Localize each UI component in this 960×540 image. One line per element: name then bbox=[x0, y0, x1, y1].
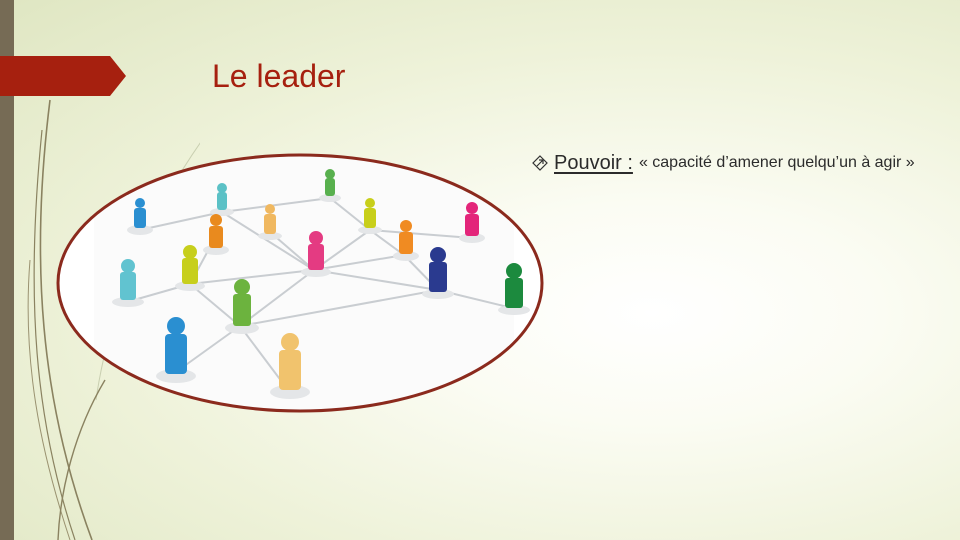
decorative-curves bbox=[27, 99, 200, 540]
bullet-term: Pouvoir : bbox=[554, 151, 633, 174]
bullet-point: Pouvoir : « capacité d’amener quelqu’un … bbox=[532, 150, 915, 176]
person-figures bbox=[112, 169, 530, 399]
left-accent-bar bbox=[0, 0, 14, 540]
people-network-image bbox=[56, 153, 544, 413]
diamond-arrow-bullet-icon bbox=[532, 155, 548, 171]
title-tab-arrow bbox=[0, 56, 126, 96]
bullet-definition: « capacité d’amener quelqu’un à agir » bbox=[638, 154, 915, 171]
slide-title: Le leader bbox=[212, 58, 346, 94]
